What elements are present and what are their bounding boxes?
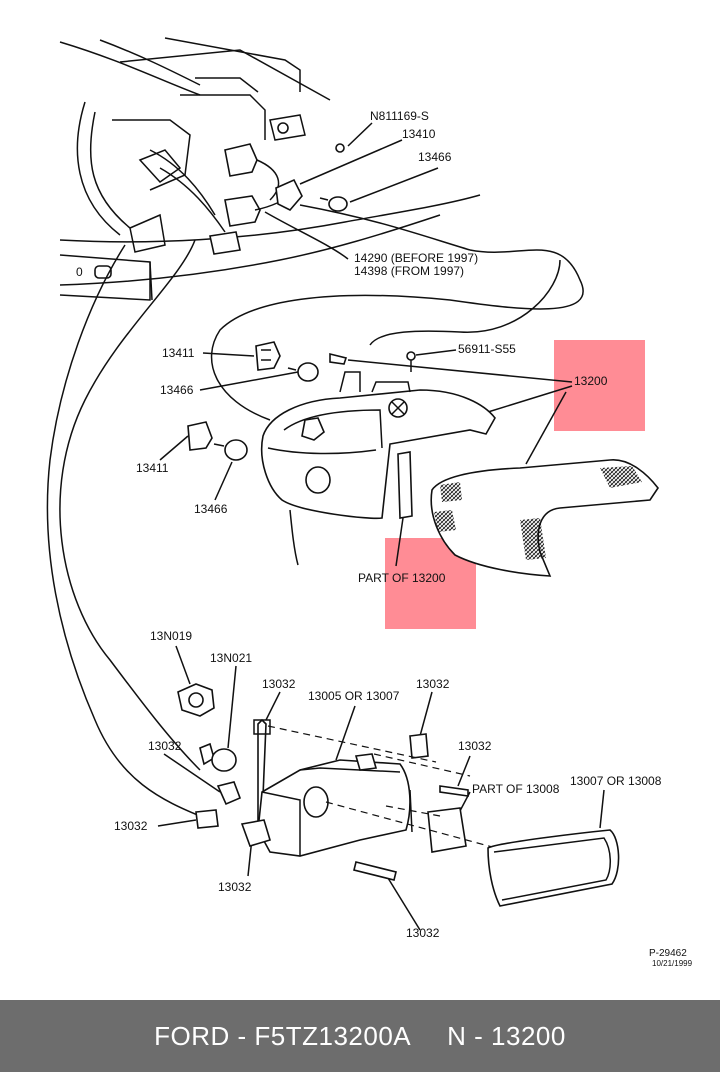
label-13410: 13410 <box>402 127 436 141</box>
exploded-parts-diagram: N811169-S 13410 13466 14290 (BEFORE 1997… <box>46 37 693 968</box>
label-13466-a: 13466 <box>160 383 194 397</box>
label-56911: 56911-S55 <box>458 342 516 356</box>
headlamp-housing-13005 <box>240 733 467 857</box>
label-13032-a: 13032 <box>262 677 296 691</box>
diagram-date: 10/21/1999 <box>652 959 693 968</box>
upper-fasteners <box>275 143 348 212</box>
corner-lamp-lens <box>430 459 659 577</box>
label-14290: 14290 (BEFORE 1997) <box>354 251 478 265</box>
label-13466-top: 13466 <box>418 150 452 164</box>
label-13n021: 13N021 <box>210 651 252 665</box>
label-14398: 14398 (FROM 1997) <box>354 264 464 278</box>
label-13032-g: 13032 <box>406 926 440 940</box>
vehicle-body-illustration <box>59 37 481 301</box>
headlamp-lens <box>487 829 620 907</box>
callout-labels: N811169-S 13410 13466 14290 (BEFORE 1997… <box>76 109 693 968</box>
label-n811169s: N811169-S <box>370 109 429 123</box>
alignment-dashes <box>267 725 497 849</box>
label-13007-13008: 13007 OR 13008 <box>570 774 662 788</box>
adjuster-screws <box>353 785 469 881</box>
label-13n019: 13N019 <box>150 629 192 643</box>
label-part-of-13008: PART OF 13008 <box>472 782 560 796</box>
label-13032-c: 13032 <box>148 739 182 753</box>
label-13200: 13200 <box>574 374 608 388</box>
leader-lines-mid <box>159 349 573 567</box>
mid-bulbs-sockets <box>187 341 416 461</box>
label-13411-a: 13411 <box>162 346 195 360</box>
footer-part-number: FORD - F5TZ13200A <box>154 1020 412 1051</box>
diagram-id: P-29462 <box>649 948 687 959</box>
corner-lamp-housing-13200 <box>260 371 496 566</box>
label-13032-f: 13032 <box>218 880 252 894</box>
label-13032-e: 13032 <box>114 819 148 833</box>
label-13411-b: 13411 <box>136 461 169 475</box>
wire-routing-curves <box>46 204 584 819</box>
lower-sockets <box>177 683 242 829</box>
highlight-13200 <box>554 340 645 431</box>
adjuster-rod <box>253 718 271 821</box>
label-part-of-13200: PART OF 13200 <box>358 571 446 585</box>
label-zero-mark: 0 <box>76 265 83 279</box>
label-13005: 13005 OR 13007 <box>308 689 400 703</box>
footer-reference: N - 13200 <box>447 1020 566 1051</box>
leader-lines-bottom <box>157 645 605 931</box>
label-13466-b: 13466 <box>194 502 228 516</box>
label-13032-d: 13032 <box>458 739 492 753</box>
part-number-footer: FORD - F5TZ13200A N - 13200 <box>0 1000 720 1072</box>
leader-lines-top <box>264 122 439 260</box>
label-13032-b: 13032 <box>416 677 450 691</box>
gasket-strip <box>397 451 413 519</box>
